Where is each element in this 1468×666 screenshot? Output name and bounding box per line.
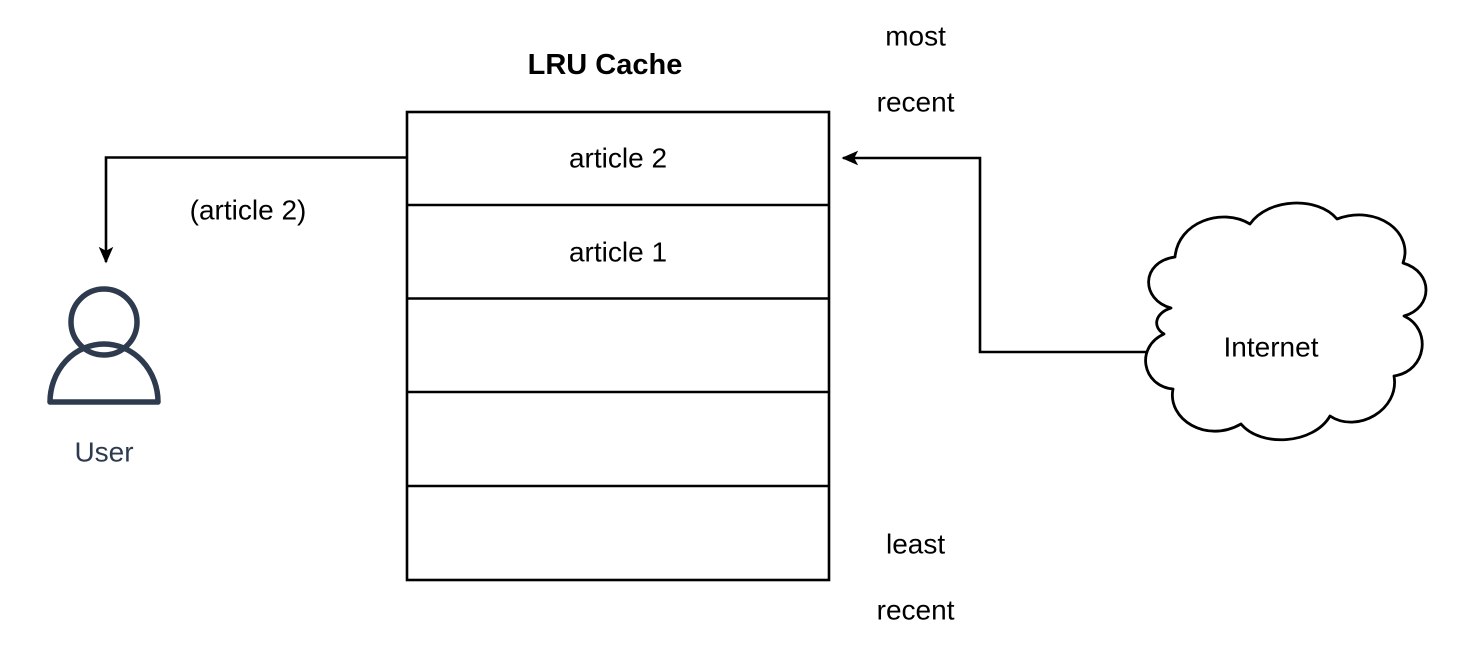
cache-row-label-0: article 2 — [568, 142, 668, 174]
least-recent-line-2: recent — [876, 594, 955, 626]
cloud-outline — [1144, 201, 1428, 442]
cache-row-label-1: article 1 — [568, 236, 668, 268]
cloud-label: Internet — [1223, 331, 1319, 363]
user-icon-body — [47, 341, 161, 405]
edge-cache-to-user — [98, 156, 407, 264]
user-icon-head — [68, 286, 140, 358]
cloud-shape[interactable] — [1144, 201, 1428, 442]
most-recent-line-2: recent — [876, 86, 955, 118]
most-recent-annotation: most recent — [846, 0, 955, 152]
most-recent-line-1: most — [885, 20, 946, 52]
cache-outline — [405, 110, 831, 582]
user-icon — [47, 286, 161, 405]
edge-internet-to-cache — [841, 150, 1160, 354]
least-recent-line-1: least — [885, 528, 946, 560]
edge-label-article-2: (article 2) — [189, 194, 307, 226]
edge-internet-to-cache-path — [841, 150, 1160, 354]
lru-cache-box[interactable] — [405, 110, 831, 582]
page-title: LRU Cache — [527, 48, 683, 81]
user-label: User — [74, 436, 134, 468]
least-recent-annotation: least recent — [846, 494, 955, 659]
edge-cache-to-user-path — [98, 156, 407, 264]
